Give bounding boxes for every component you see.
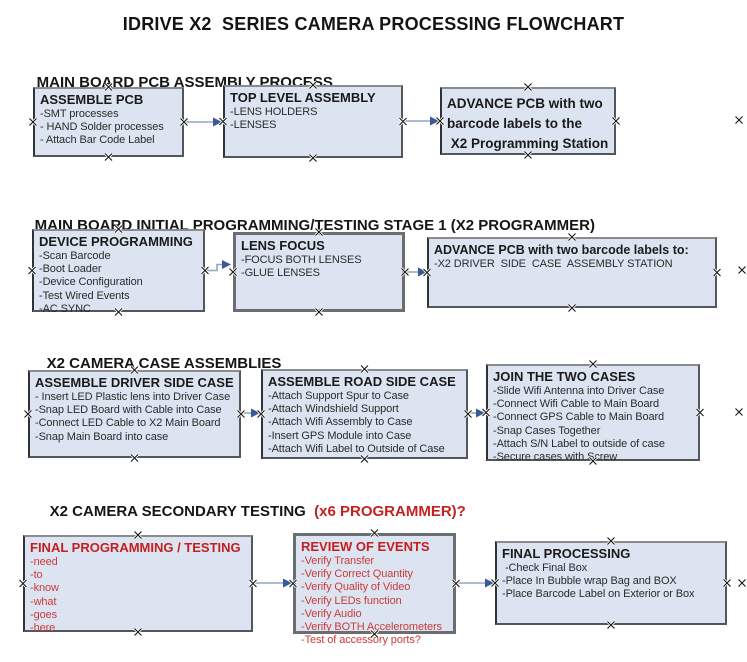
box-item: -Scan Barcode (39, 250, 111, 262)
box-title: REVIEW OF EVENTS (301, 539, 430, 554)
final-programming-testing-box[interactable]: FINAL PROGRAMMING / TESTING-need-to-know… (23, 535, 253, 634)
box-item: - HAND Solder processes (40, 121, 164, 134)
box-title: ASSEMBLE ROAD SIDE CASE (268, 374, 456, 389)
join-the-two-cases-box[interactable]: JOIN THE TWO CASES-Slide Wifi Antenna in… (486, 364, 700, 463)
box-item: - Attach Bar Code Label (40, 134, 155, 147)
section-heading-accent: (x6 PROGRAMMER)? (309, 503, 466, 520)
box-item: -need (30, 556, 58, 568)
box-title: FINAL PROGRAMMING / TESTING (30, 540, 241, 555)
box-item: -GLUE LENSES (241, 267, 320, 280)
box-title-line: ADVANCE PCB with two (447, 96, 603, 111)
connector-arrow[interactable] (184, 117, 222, 127)
box-item: -Place Barcode Label on Exterior or Box (502, 588, 695, 601)
box-item: -Verify Correct Quantity (301, 568, 413, 581)
box-item: -AC SYNC (39, 302, 91, 315)
box-item: -here (30, 621, 56, 634)
box-item: -LENSES (230, 119, 277, 132)
connector-arrow[interactable] (205, 260, 231, 272)
box-item: -Attach Wifi Label to Outside of Case (268, 442, 445, 455)
box-title-line: X2 Programming Station (447, 136, 609, 151)
box-item: -Verify LEDs function (301, 594, 402, 607)
final-processing-box[interactable]: FINAL PROCESSING -Check Final Box-Place … (495, 541, 727, 625)
box-item: -Verify Transfer (301, 555, 374, 567)
box-item: -know (30, 582, 59, 595)
lens-focus-box[interactable]: LENS FOCUS-FOCUS BOTH LENSES-GLUE LENSES (233, 232, 405, 312)
box-item: -goes (30, 608, 58, 621)
box-item: -Check Final Box (502, 562, 588, 574)
box-item: -Verify Quality of Video (301, 581, 411, 594)
box-item: -Verify BOTH Accelerometers (301, 620, 442, 633)
advance-pcb-case-assembly-station-box[interactable]: ADVANCE PCB with two barcode labels to:-… (427, 237, 717, 308)
box-item: -Verify Audio (301, 607, 362, 620)
assemble-driver-side-case-box[interactable]: ASSEMBLE DRIVER SIDE CASE- Insert LED Pl… (28, 370, 241, 458)
top-level-assembly-box[interactable]: TOP LEVEL ASSEMBLY-LENS HOLDERS-LENSES (223, 85, 403, 158)
page-title: IDRIVE X2 SERIES CAMERA PROCESSING FLOWC… (122, 14, 625, 34)
box-item: -FOCUS BOTH LENSES (241, 254, 362, 266)
arrowhead-icon (283, 578, 292, 588)
box-item: -Connect LED Cable to X2 Main Board (35, 417, 221, 430)
box-item: -Attach Windshield Support (268, 403, 399, 416)
device-programming-box[interactable]: DEVICE PROGRAMMING-Scan Barcode-Boot Loa… (32, 229, 205, 315)
arrowhead-icon (430, 116, 439, 126)
arrowhead-icon (418, 267, 427, 277)
section-heading-text: X2 CAMERA CASE ASSEMBLIES (46, 355, 282, 372)
box-item: -Snap Main Board into case (35, 430, 169, 443)
box-item: -Secure cases with Screw (493, 450, 618, 463)
box-title: ADVANCE PCB with two barcode labels to: (434, 243, 689, 257)
section-heading-secondary-testing: X2 CAMERA SECONDARY TESTING (x6 PROGRAMM… (33, 486, 466, 537)
box-item: -Connect GPS Cable to Main Board (493, 411, 665, 424)
box-item: -LENS HOLDERS (230, 106, 318, 118)
box-item: -Attach S/N Label to outside of case (493, 437, 665, 450)
box-title: JOIN THE TWO CASES (493, 369, 636, 384)
box-item: -Insert GPS Module into Case (268, 429, 412, 442)
box-item: -Slide Wifi Antenna into Driver Case (493, 385, 665, 397)
connection-point-x-icon (737, 578, 747, 588)
arrowhead-icon (476, 408, 485, 418)
box-item: - Insert LED Plastic lens into Driver Ca… (35, 391, 231, 403)
arrowhead-icon (222, 260, 231, 269)
box-title: DEVICE PROGRAMMING (39, 234, 193, 249)
arrowhead-icon (251, 408, 260, 418)
connector-arrow[interactable] (253, 578, 292, 588)
box-item: -Attach Support Spur to Case (268, 390, 409, 402)
box-item: -what (30, 595, 57, 608)
connector-arrow[interactable] (468, 408, 485, 418)
review-of-events-box[interactable]: REVIEW OF EVENTS-Verify Transfer-Verify … (293, 533, 456, 646)
box-title: LENS FOCUS (241, 238, 325, 253)
arrowhead-icon (485, 578, 494, 588)
assemble-pcb-box[interactable]: ASSEMBLE PCB-SMT processes- HAND Solder … (33, 87, 184, 157)
box-item: -Snap LED Board with Cable into Case (35, 404, 222, 417)
box-title: ASSEMBLE DRIVER SIDE CASE (35, 375, 234, 390)
connection-point-x-icon (734, 407, 744, 417)
box-item: -SMT processes (40, 108, 119, 120)
box-item: -Connect Wifi Cable to Main Board (493, 398, 660, 411)
connector-arrow[interactable] (405, 267, 427, 277)
connection-point-x-icon (737, 265, 747, 275)
box-item: -Snap Cases Together (493, 424, 601, 437)
connection-point-x-icon (734, 115, 744, 125)
box-item: -Test of accessory ports? (301, 634, 421, 647)
connector-arrow[interactable] (456, 578, 494, 588)
section-heading-case-assemblies: X2 CAMERA CASE ASSEMBLIES (30, 338, 282, 389)
box-item: -X2 DRIVER SIDE CASE ASSEMBLY STATION (434, 258, 673, 270)
box-title-line: barcode labels to the (447, 116, 583, 131)
section-heading-text: X2 CAMERA SECONDARY TESTING (49, 503, 310, 520)
box-title: TOP LEVEL ASSEMBLY (230, 90, 376, 105)
connector-arrow[interactable] (403, 116, 439, 126)
box-item: -Attach Wifi Assembly to Case (268, 416, 413, 429)
box-title: ASSEMBLE PCB (40, 92, 144, 107)
advance-pcb-programming-station-box[interactable]: ADVANCE PCB with two barcode labels to th… (440, 87, 616, 155)
box-item: -to (30, 569, 43, 582)
arrowhead-icon (213, 117, 222, 127)
box-title: FINAL PROCESSING (502, 546, 631, 561)
box-item: -Test Wired Events (39, 289, 130, 302)
box-item: -Place In Bubble wrap Bag and BOX (502, 575, 677, 588)
connector-arrow[interactable] (241, 408, 260, 418)
assemble-road-side-case-box[interactable]: ASSEMBLE ROAD SIDE CASE-Attach Support S… (261, 369, 468, 459)
box-item: -Device Configuration (39, 276, 143, 289)
box-item: -Boot Loader (39, 263, 102, 276)
